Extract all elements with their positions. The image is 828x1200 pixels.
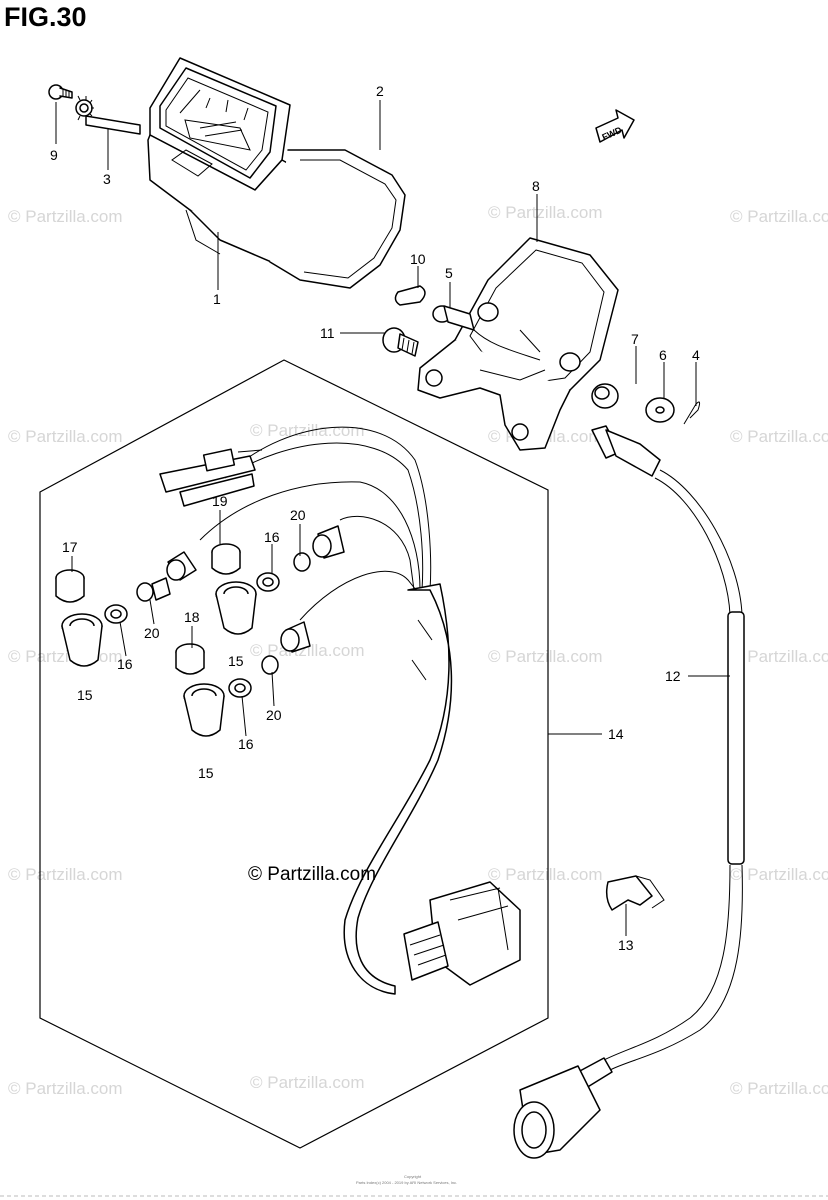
watermark: © Partzilla.com (730, 427, 828, 446)
callout-7: 7 (631, 331, 639, 347)
callout-6: 6 (659, 347, 667, 363)
grommet-15-lower (183, 683, 225, 737)
watermark: © Partzilla.com (488, 865, 603, 884)
callout-17: 17 (62, 539, 78, 555)
cap-19 (211, 543, 241, 575)
callout-20-left: 20 (144, 625, 160, 641)
watermark: © Partzilla.com (250, 1073, 365, 1092)
watermark: © Partzilla.com (730, 1079, 828, 1098)
callout-10: 10 (410, 251, 426, 267)
watermark: © Partzilla.com (488, 647, 603, 666)
watermark: © Partzilla.com (730, 647, 828, 666)
callout-13: 13 (618, 937, 634, 953)
harness-coupler (403, 881, 521, 986)
leader-lines (55, 100, 730, 936)
callout-15-lower: 15 (198, 765, 214, 781)
footer-copyright: Copyright Parts Index(c) 2004 - 2019 by … (356, 1174, 457, 1185)
socket-5 (432, 305, 541, 361)
callout-9: 9 (50, 147, 58, 163)
watermark: © Partzilla.com (8, 207, 123, 226)
cap-17 (55, 569, 85, 603)
copyright-line-2: Parts Index(c) 2004 - 2019 by ARI Networ… (356, 1180, 457, 1185)
callout-4: 4 (692, 347, 700, 363)
fwd-arrow: FWD (595, 109, 635, 143)
watermark: © Partzilla.com (8, 1079, 123, 1098)
wiring-harness (159, 426, 453, 995)
watermark: © Partzilla.com (730, 207, 828, 226)
callout-labels: 1 2 3 4 5 6 7 8 9 10 11 12 13 14 15 15 1… (50, 83, 700, 953)
cap-18 (175, 643, 205, 675)
callout-5: 5 (445, 265, 453, 281)
watermark: © Partzilla.com (8, 647, 123, 666)
callout-16-left: 16 (117, 656, 133, 672)
callout-12: 12 (665, 668, 681, 684)
callout-8: 8 (532, 178, 540, 194)
speedometer-case (269, 149, 406, 289)
grommet-15-mid (215, 581, 257, 635)
cable-clamp-13 (605, 875, 665, 911)
grommet-15-left (61, 613, 103, 667)
watermark: © Partzilla.com (730, 865, 828, 884)
socket-pair-upper-left (136, 551, 197, 602)
callout-16-lower: 16 (238, 736, 254, 752)
meter-bracket (417, 237, 619, 451)
copyright-line-1: Copyright (404, 1174, 422, 1179)
washer-16-mid (256, 572, 280, 592)
watermark: © Partzilla.com (8, 427, 123, 446)
gear-shaft (75, 95, 141, 135)
watermark: © Partzilla.com (250, 641, 365, 660)
callout-16-mid: 16 (264, 529, 280, 545)
figure-title: FIG.30 (4, 2, 87, 32)
grommet-7 (591, 383, 619, 409)
main-watermark: © Partzilla.com (248, 864, 376, 885)
callout-18: 18 (184, 609, 200, 625)
callout-15-left: 15 (77, 687, 93, 703)
bulb-10 (394, 285, 426, 306)
callout-1: 1 (213, 291, 221, 307)
callout-20-upper: 20 (290, 507, 306, 523)
washer-16-left (104, 604, 128, 624)
callout-15-mid: 15 (228, 653, 244, 669)
harness-kit-outline (39, 359, 549, 1149)
callout-14: 14 (608, 726, 624, 742)
speedometer-cable (513, 425, 745, 1159)
socket-pair-upper-right (293, 525, 345, 572)
screw-11 (382, 327, 419, 357)
callout-19: 19 (212, 493, 228, 509)
callout-3: 3 (103, 171, 111, 187)
washer-6 (645, 397, 675, 423)
washer-16-lower (228, 678, 252, 698)
screw-9 (48, 84, 73, 100)
socket-pair-lower (261, 621, 311, 675)
callout-20-lower: 20 (266, 707, 282, 723)
watermark: © Partzilla.com (488, 203, 603, 222)
watermark: © Partzilla.com (250, 421, 365, 440)
clip-4 (683, 401, 701, 425)
callout-11: 11 (320, 325, 335, 341)
watermark: © Partzilla.com (8, 865, 123, 884)
callout-2: 2 (376, 83, 384, 99)
